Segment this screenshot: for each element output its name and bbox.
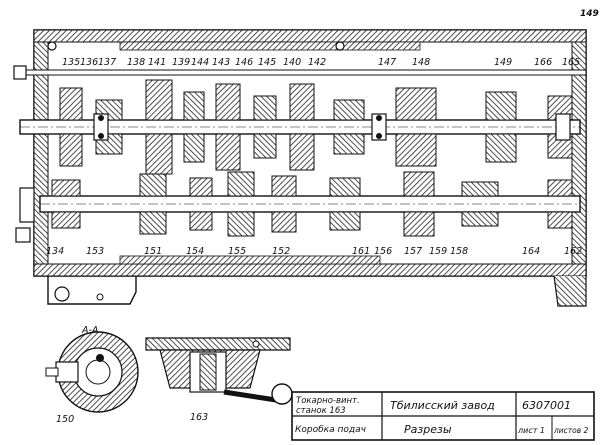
foot-hole-icon [54, 286, 70, 302]
detail-section-a-a: А-А 150 [45, 325, 139, 425]
callout-label: 138 [127, 57, 145, 68]
selector-rod [13, 69, 587, 76]
detail-label: 150 [56, 414, 74, 425]
machine-name-line1: Токарно-винт. [296, 396, 360, 406]
callout-label: 151 [144, 246, 162, 257]
detail-label: 163 [190, 412, 208, 423]
callout-label: 143 [212, 57, 230, 68]
callout-label: 148 [412, 57, 430, 68]
callout-label: 157 [404, 246, 422, 257]
callout-label: 141 [148, 57, 166, 68]
machine-name-line2: станок 163 [296, 406, 346, 416]
lever-knob-icon [271, 383, 293, 405]
callout-label: 135 [62, 57, 80, 68]
callout-label: 166 [534, 57, 552, 68]
callout-label: 140 [283, 57, 301, 68]
sheet-number: 149 [580, 9, 599, 19]
lower-gear-set [51, 171, 573, 237]
callout-label: 137 [98, 57, 116, 68]
callout-label: 142 [308, 57, 326, 68]
section-label: А-А [81, 325, 98, 336]
callout-label: 159 [429, 246, 447, 257]
callout-label: 154 [186, 246, 204, 257]
detail-lever-163: 163 [145, 337, 293, 423]
callout-label: 147 [378, 57, 396, 68]
callouts-bottom: 134 153 151 154 155 152 161 156 157 159 … [46, 246, 582, 257]
callout-label: 149 [494, 57, 512, 68]
view-name: Разрезы [404, 423, 452, 436]
callout-label: 155 [228, 246, 246, 257]
callout-label: 136 [80, 57, 98, 68]
sheet-count: листов 2 [553, 426, 589, 435]
callout-label: 158 [450, 246, 468, 257]
sheet-index: лист 1 [517, 426, 545, 435]
housing-bottom-wall [33, 263, 587, 277]
callouts-top: 135 136 137 138 141 139 144 143 146 145 … [62, 57, 580, 68]
gearbox-section [13, 29, 587, 307]
callout-label: 153 [86, 246, 104, 257]
callout-label: 152 [272, 246, 290, 257]
callout-label: 156 [374, 246, 392, 257]
callout-label: 146 [235, 57, 253, 68]
callout-label: 164 [522, 246, 540, 257]
callout-label: 139 [172, 57, 190, 68]
callout-label: 134 [46, 246, 64, 257]
callout-label: 162 [564, 246, 582, 257]
callout-label: 165 [562, 57, 580, 68]
callout-label: 145 [258, 57, 276, 68]
drawing-number: 6307001 [522, 399, 571, 412]
title-block: Токарно-винт. станок 163 Коробка подач Т… [291, 391, 595, 441]
callout-label: 144 [191, 57, 209, 68]
housing-top-wall [33, 29, 587, 43]
upper-bearings [93, 113, 571, 141]
assembly-name: Коробка подач [295, 425, 366, 435]
callout-label: 161 [352, 246, 370, 257]
factory-name: Тбилисский завод [390, 399, 495, 412]
